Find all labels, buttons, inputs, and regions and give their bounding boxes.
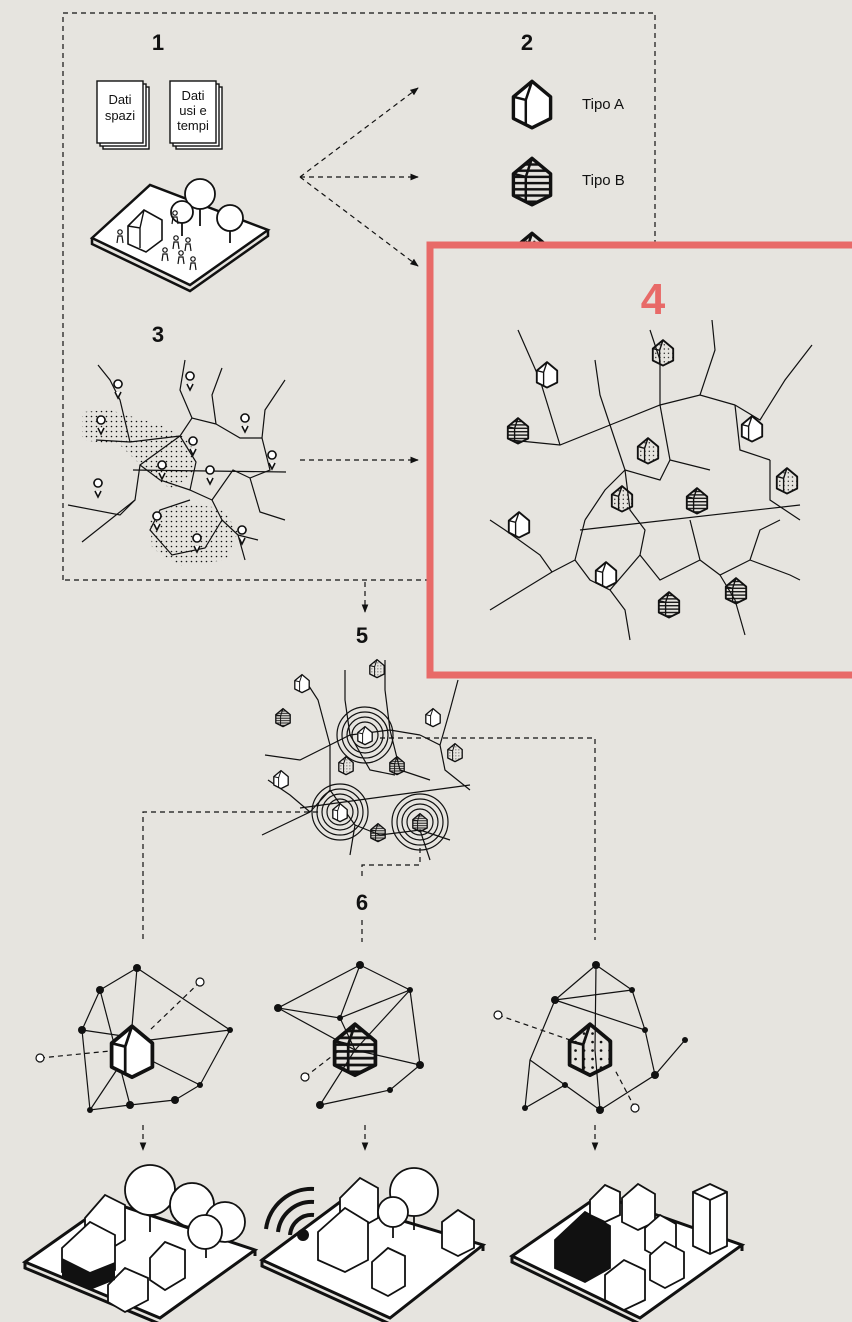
input-frame [62,12,656,581]
step-6-label: 6 [356,890,368,915]
doc1-line2: spazi [105,108,135,123]
doc2-line1: Dati [181,88,204,103]
step-5-label: 5 [356,623,368,648]
tree-icon [124,1164,246,1258]
step-4-panel: 4 [426,241,852,679]
cluster-connectors [142,737,596,942]
house-icon [127,209,163,253]
scene-community-park [21,1164,259,1322]
park-scene [89,178,271,293]
step-3-label: 3 [152,322,164,347]
network-type-c [493,961,688,1114]
doc1-line1: Dati [108,92,131,107]
step-4-label: 4 [641,275,666,324]
cluster-rings [311,706,449,851]
scene-connected [259,1167,487,1322]
type-b-label: Tipo B [582,172,625,189]
clustered-map [261,658,471,861]
doc2-line3: tempi [177,118,209,133]
step-2-label: 2 [521,30,533,55]
network-type-b [274,961,424,1109]
house-icon [332,1022,378,1078]
person-icon [116,210,197,271]
house-icon [109,1024,155,1080]
document-icon: Dati usi e tempi [169,80,223,150]
tower-icon [692,1183,728,1255]
house-icon [589,1182,685,1312]
location-pin-icon [93,371,277,554]
document-icon: Dati spazi [96,80,150,150]
network-type-a [35,964,233,1113]
territory-map [67,359,287,566]
wifi-signal-icon [264,1186,315,1236]
house-icon [567,1022,613,1078]
down-arrows [139,1125,599,1151]
scene-urban [509,1182,746,1322]
house-icon [511,79,553,130]
step-1-label: 1 [152,30,164,55]
type-a-label: Tipo A [582,96,624,113]
house-icon [511,156,553,207]
house-icon [317,1176,475,1298]
doc2-line2: usi e [179,103,206,118]
fan-arrows [299,87,419,267]
tree-icon [377,1167,439,1238]
